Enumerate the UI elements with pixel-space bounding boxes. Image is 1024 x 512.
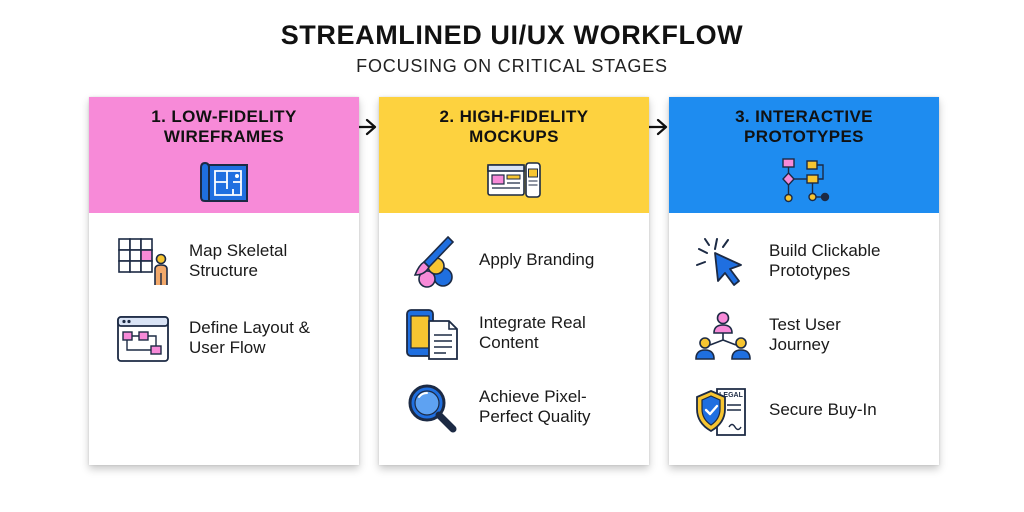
list-item: Map Skeletal Structure xyxy=(113,235,353,291)
stage-title-line: WIREFRAMES xyxy=(163,127,285,146)
shield-legal-icon: LEGAL xyxy=(696,388,746,436)
blueprint-icon xyxy=(200,162,248,202)
item-label: Secure Buy-In xyxy=(769,400,939,420)
stage-header: 2. HIGH-FIDELITY MOCKUPS xyxy=(379,97,649,213)
item-label-line: Test User xyxy=(769,315,841,334)
paintbrush-icon xyxy=(413,235,455,288)
item-label-line: Secure Buy-In xyxy=(769,400,877,419)
stage-card-mockups: 2. HIGH-FIDELITY MOCKUPS Apply Branding xyxy=(379,97,649,465)
list-item: LEGAL Secure Buy-In xyxy=(693,383,933,439)
item-label: Integrate Real Content xyxy=(479,313,649,353)
stage-title-line: 2. HIGH-FIDELITY xyxy=(439,107,589,126)
item-label-line: Prototypes xyxy=(769,261,851,280)
item-label-line: Apply Branding xyxy=(479,250,595,269)
item-label-line: Define Layout & xyxy=(189,318,310,337)
stage-title-line: 3. INTERACTIVE xyxy=(735,107,873,126)
item-label-line: Content xyxy=(479,333,539,352)
diagram-title: STREAMLINED UI/UX WORKFLOW xyxy=(280,20,744,50)
diagram-subtitle: FOCUSING ON CRITICAL STAGES xyxy=(356,56,668,76)
list-item: Apply Branding xyxy=(403,233,643,289)
stage-header: 1. LOW-FIDELITY WIREFRAMES xyxy=(89,97,359,213)
item-label-line: User Flow xyxy=(189,338,266,357)
item-label-line: Journey xyxy=(769,335,830,354)
list-item: Integrate Real Content xyxy=(403,307,643,363)
list-item: Achieve Pixel- Perfect Quality xyxy=(403,381,643,437)
list-item: Test User Journey xyxy=(693,309,933,365)
stage-title-line: 1. LOW-FIDELITY xyxy=(151,107,297,126)
item-label-line: Build Clickable xyxy=(769,241,881,260)
stage-title: 1. LOW-FIDELITY WIREFRAMES xyxy=(89,107,359,147)
item-label-line: Structure xyxy=(189,261,258,280)
list-item: Build Clickable Prototypes xyxy=(693,235,933,291)
stage-title: 3. INTERACTIVE PROTOTYPES xyxy=(669,107,939,147)
stage-title-line: PROTOTYPES xyxy=(744,127,864,146)
stage-title: 2. HIGH-FIDELITY MOCKUPS xyxy=(379,107,649,147)
item-label-line: Integrate Real xyxy=(479,313,586,332)
magnifier-icon xyxy=(408,384,457,433)
devices-icon xyxy=(487,162,541,198)
cursor-click-icon xyxy=(696,238,742,286)
item-label-line: Map Skeletal xyxy=(189,241,288,260)
user-network-icon xyxy=(695,311,751,360)
legal-stamp-text: LEGAL xyxy=(719,392,743,399)
item-label: Map Skeletal Structure xyxy=(189,241,359,281)
item-label-line: Achieve Pixel- xyxy=(479,387,587,406)
flowchart-window-icon xyxy=(117,316,169,362)
item-label: Achieve Pixel- Perfect Quality xyxy=(479,387,649,427)
item-label-line: Perfect Quality xyxy=(479,407,591,426)
item-label: Test User Journey xyxy=(769,315,939,355)
stage-title-line: MOCKUPS xyxy=(469,127,559,146)
stage-card-wireframes: 1. LOW-FIDELITY WIREFRAMES Map Skeletal … xyxy=(89,97,359,465)
list-item: Define Layout & User Flow xyxy=(113,312,353,368)
stage-header: 3. INTERACTIVE PROTOTYPES xyxy=(669,97,939,213)
item-label: Define Layout & User Flow xyxy=(189,318,359,358)
item-label: Apply Branding xyxy=(479,250,649,270)
grid-person-icon xyxy=(118,238,168,285)
phone-document-icon xyxy=(406,309,458,360)
item-label: Build Clickable Prototypes xyxy=(769,241,939,281)
flow-diagram-icon xyxy=(782,158,830,203)
stage-card-prototypes: 3. INTERACTIVE PROTOTYPES Build Clickabl… xyxy=(669,97,939,465)
